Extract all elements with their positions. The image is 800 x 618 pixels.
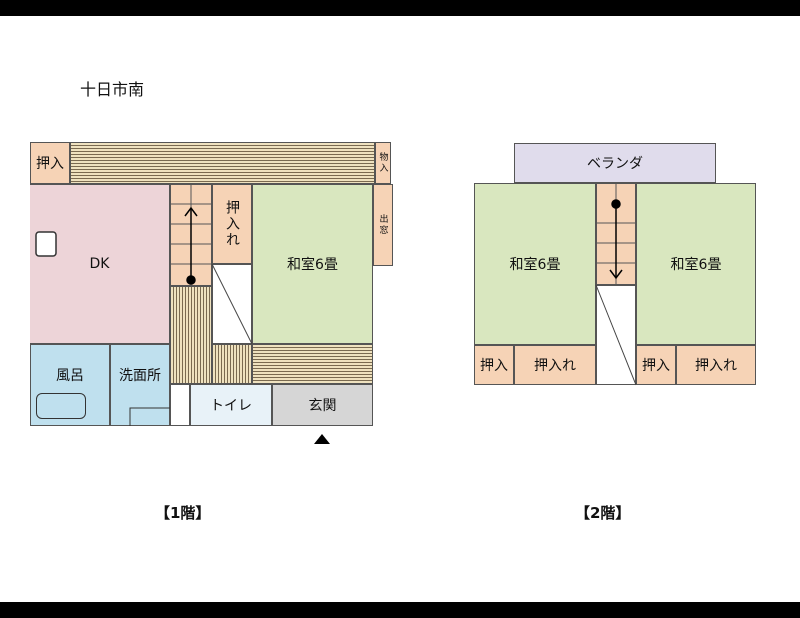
f2-oshiire-2: 押入れ xyxy=(514,345,596,385)
f1-stair-landing-floor xyxy=(170,286,212,384)
f1-dk: DK xyxy=(30,184,170,344)
f1-corridor-wood xyxy=(212,344,252,384)
f1-demado-label: 出窓 xyxy=(377,214,388,236)
f1-genkan: 玄関 xyxy=(272,384,373,426)
f1-furo-label: 風呂 xyxy=(56,368,84,384)
f2-oshiire-3-label: 押入 xyxy=(642,358,670,374)
f1-toilet-label: トイレ xyxy=(210,398,252,414)
f2-washitsu-left: 和室6畳 xyxy=(474,183,596,345)
f2-washitsu-left-label: 和室6畳 xyxy=(509,257,561,273)
f2-washitsu-right-label: 和室6畳 xyxy=(670,257,722,273)
f2-oshiire-1: 押入 xyxy=(474,345,514,385)
f1-caption: 【1階】 xyxy=(155,504,211,522)
f1-stairs xyxy=(170,184,212,286)
f1-oshiire-mid-label: 押入れ xyxy=(224,200,240,248)
f1-hallway xyxy=(170,384,190,426)
f1-dk-label: DK xyxy=(89,256,110,272)
f2-oshiire-3: 押入 xyxy=(636,345,676,385)
f1-toilet: トイレ xyxy=(190,384,272,426)
f2-oshiire-2-label: 押入れ xyxy=(534,358,576,374)
f2-stairs xyxy=(596,183,636,285)
f2-oshiire-4-label: 押入れ xyxy=(695,358,737,374)
property-title: 十日市南 xyxy=(80,80,145,99)
f1-oshiire-top-label: 押入 xyxy=(36,156,64,172)
f1-oshiire-top: 押入 xyxy=(30,142,70,184)
f1-senmen-label: 洗面所 xyxy=(119,368,161,384)
f2-oshiire-4: 押入れ xyxy=(676,345,756,385)
f1-washitsu-label: 和室6畳 xyxy=(287,257,338,273)
canvas: 十日市南 押入 物入 出窓 DK 押入れ 和室6畳 風呂 洗面所 トイレ 玄関 … xyxy=(0,16,800,602)
f1-storage-white xyxy=(212,264,252,344)
f2-oshiire-1-label: 押入 xyxy=(480,358,508,374)
f1-demado: 出窓 xyxy=(373,184,393,266)
f1-engawa xyxy=(252,344,373,384)
f1-washitsu: 和室6畳 xyxy=(252,184,373,344)
f1-top-wood-floor xyxy=(70,142,375,184)
f1-senmen: 洗面所 xyxy=(110,344,170,426)
f1-bathtub xyxy=(36,393,86,419)
f2-veranda: ベランダ xyxy=(514,143,716,183)
entrance-triangle-icon xyxy=(314,434,330,444)
f2-stair-void xyxy=(596,285,636,385)
f2-washitsu-right: 和室6畳 xyxy=(636,183,756,345)
f1-mono-ire-label: 物入 xyxy=(377,152,388,174)
f1-mono-ire: 物入 xyxy=(375,142,391,184)
f2-caption: 【2階】 xyxy=(575,504,631,522)
f1-oshiire-mid: 押入れ xyxy=(212,184,252,264)
f1-genkan-label: 玄関 xyxy=(308,398,337,414)
f2-veranda-label: ベランダ xyxy=(587,156,643,172)
